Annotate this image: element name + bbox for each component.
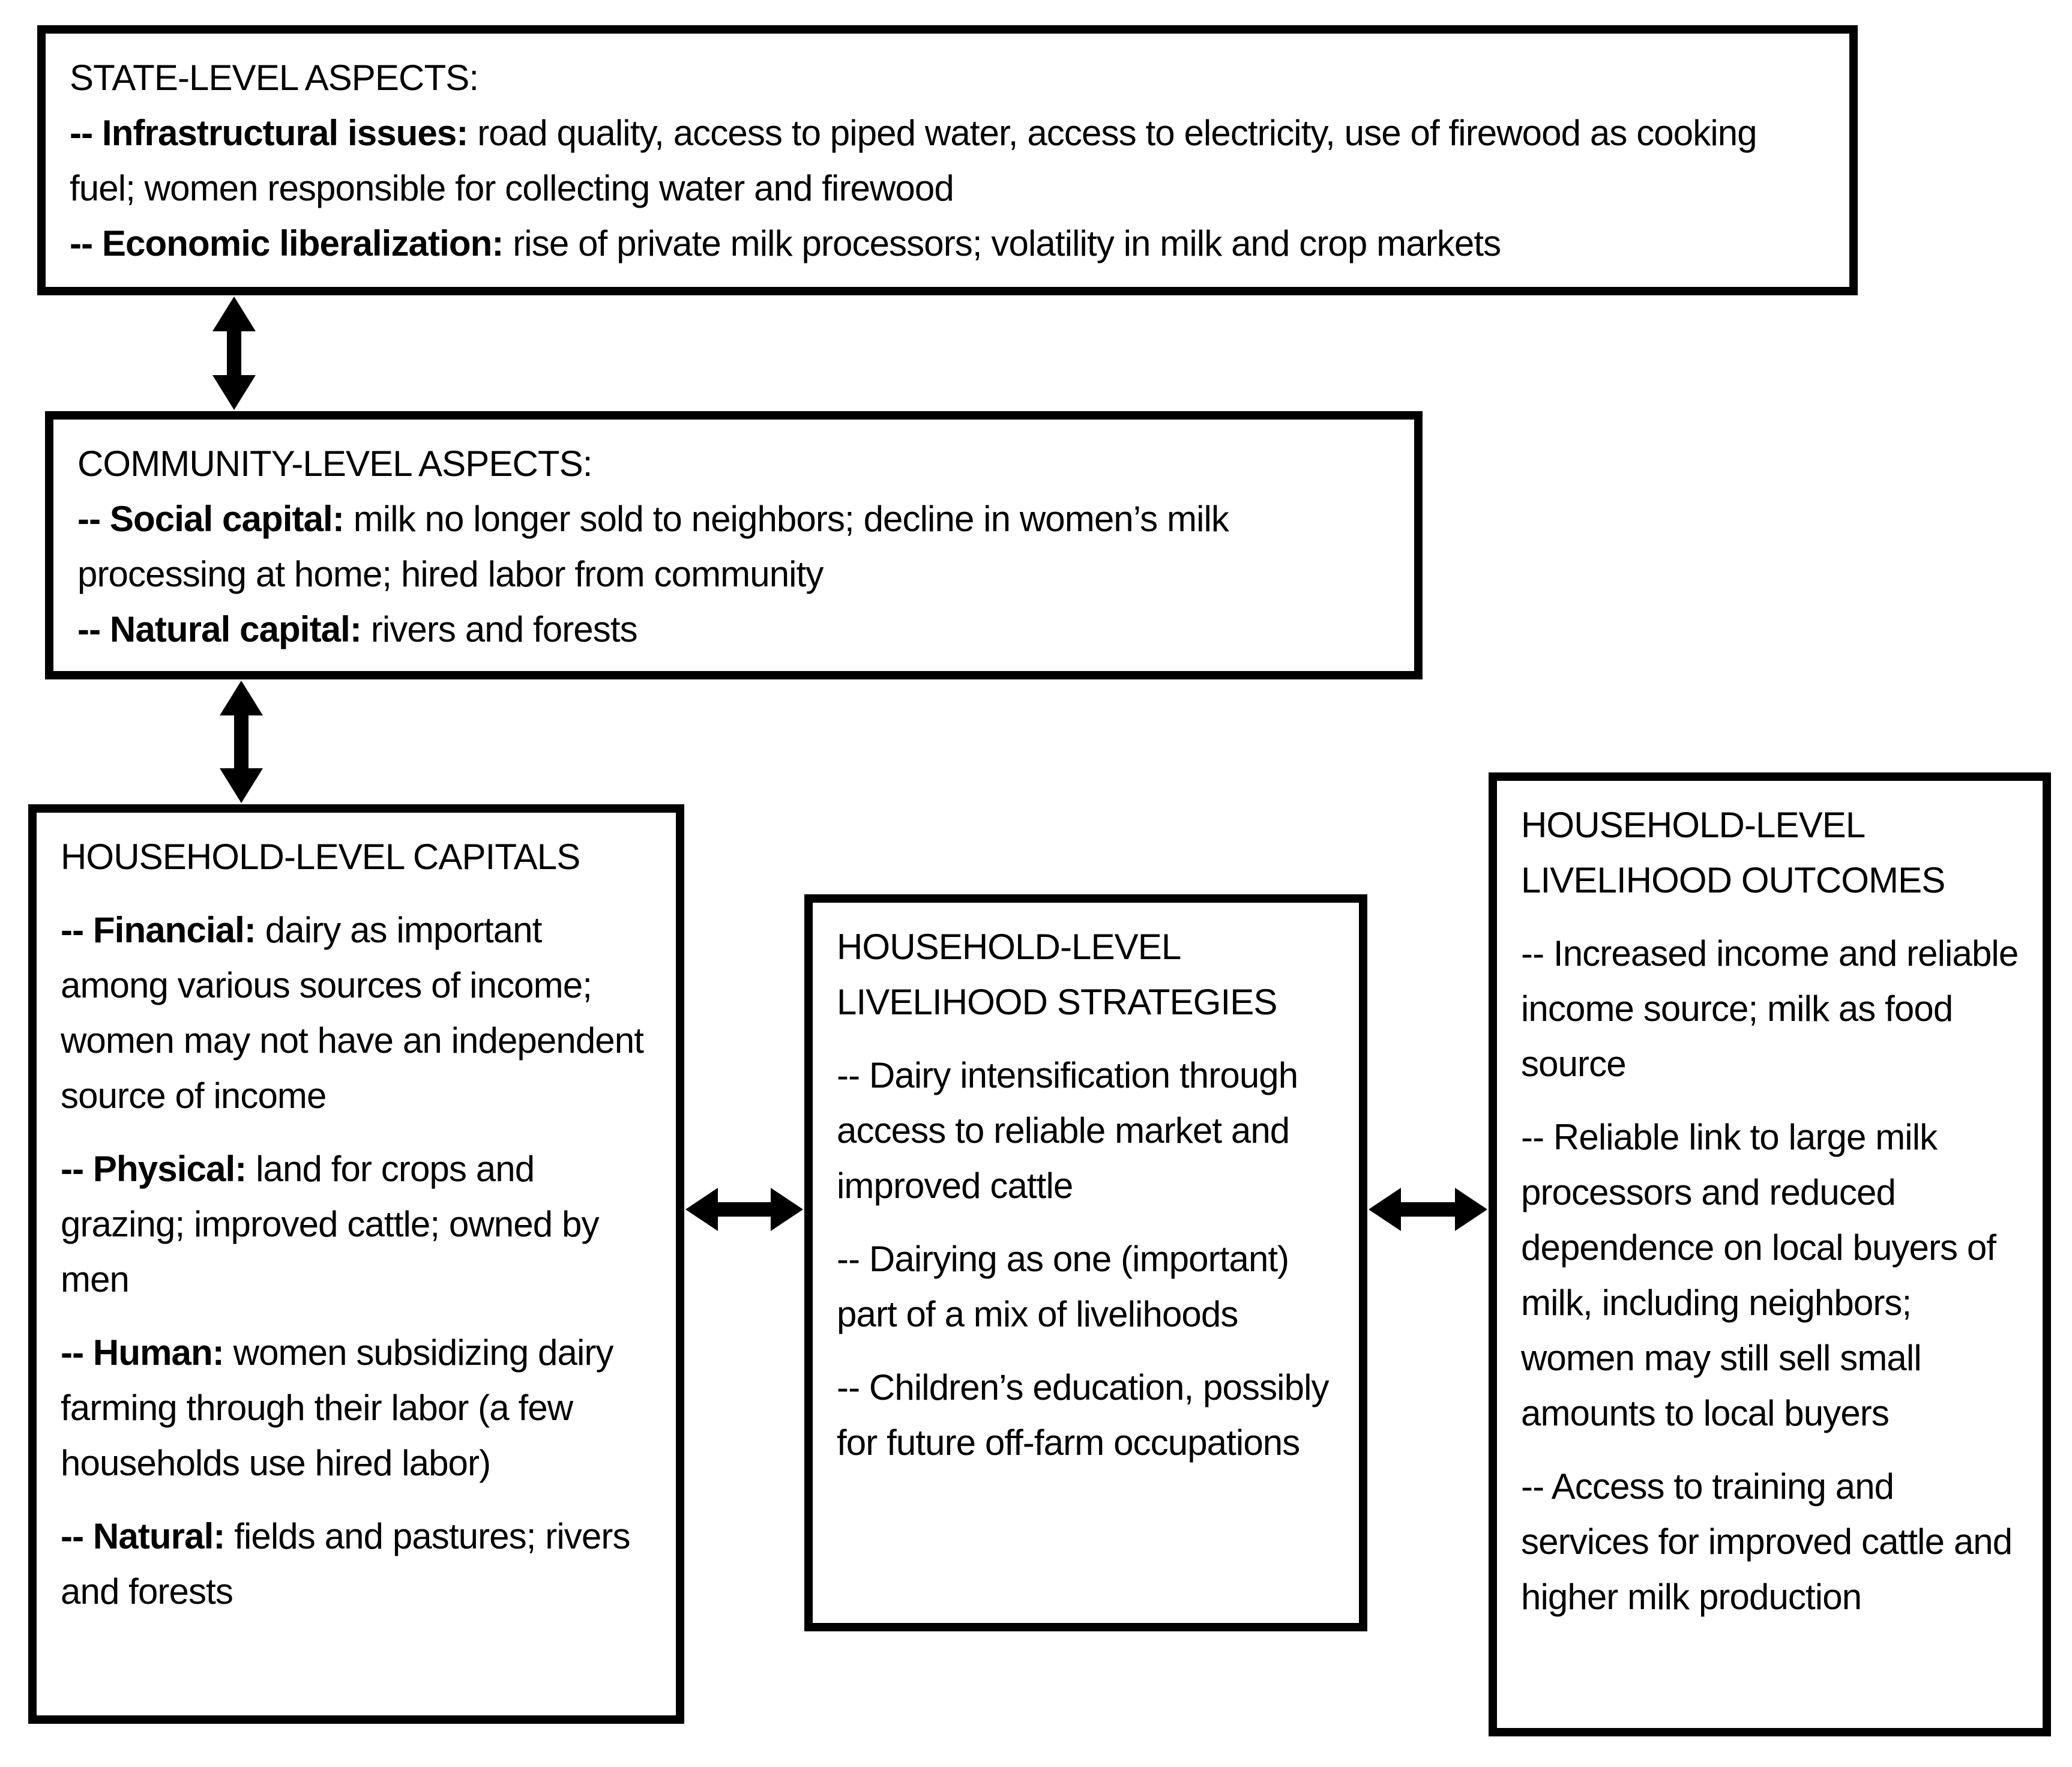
bullet-lead: -- Financial:	[61, 910, 256, 950]
capitals-box-title: HOUSEHOLD-LEVEL CAPITALS	[61, 837, 580, 877]
arrow-shaft	[712, 1202, 777, 1217]
arrow-down-head	[220, 768, 263, 803]
arrow-right-head	[771, 1188, 803, 1231]
bullet-text: women subsidizing dairy farming through …	[61, 1332, 613, 1483]
community-bullet-natural: -- Natural capital: rivers and forests	[77, 602, 1390, 657]
bullet-text: -- Reliable link to large milk processor…	[1521, 1117, 1996, 1433]
outcomes-bullet-access-training: -- Access to training and services for i…	[1521, 1459, 2019, 1625]
capitals-bullet-human: -- Human: women subsidizing dairy farmin…	[61, 1325, 652, 1491]
bullet-text: -- Dairy intensification through access …	[837, 1055, 1298, 1206]
bullet-text: milk no longer sold to neighbors; declin…	[77, 499, 1229, 594]
state-box-title: STATE-LEVEL ASPECTS:	[70, 58, 479, 98]
strategies-bullet-dairy-intensification: -- Dairy intensification through access …	[837, 1048, 1335, 1214]
arrow-shaft	[1395, 1202, 1461, 1217]
household-level-capitals-box: HOUSEHOLD-LEVEL CAPITALS -- Financial: d…	[28, 804, 684, 1724]
bullet-lead: -- Natural capital:	[77, 609, 362, 649]
bullet-text: fields and pastures; rivers and forests	[61, 1516, 630, 1612]
outcomes-box-title: HOUSEHOLD-LEVEL LIVELIHOOD OUTCOMES	[1521, 805, 1945, 900]
capitals-bullet-financial: -- Financial: dairy as important among v…	[61, 903, 652, 1124]
bullet-text: road quality, access to piped water, acc…	[70, 113, 1757, 208]
state-bullet-infrastructural: -- Infrastructural issues: road quality,…	[70, 106, 1825, 216]
bullet-text: -- Dairying as one (important) part of a…	[837, 1239, 1289, 1334]
double-arrow-capitals-strategies	[685, 1187, 803, 1232]
double-arrow-community-capitals	[218, 681, 264, 803]
bullet-lead: -- Physical:	[61, 1149, 247, 1189]
bullet-text: -- Access to training and services for i…	[1521, 1466, 2013, 1617]
arrow-shaft	[227, 325, 241, 381]
bullet-text: dairy as important among various sources…	[61, 910, 644, 1116]
arrow-right-head	[1455, 1188, 1487, 1231]
arrow-shaft	[234, 709, 248, 774]
state-level-aspects-box: STATE-LEVEL ASPECTS: -- Infrastructural …	[37, 25, 1858, 295]
capitals-bullet-physical: -- Physical: land for crops and grazing;…	[61, 1142, 652, 1307]
double-arrow-strategies-outcomes	[1369, 1187, 1487, 1232]
bullet-text: rivers and forests	[361, 609, 638, 649]
outcomes-bullet-increased-income: -- Increased income and reliable income …	[1521, 926, 2019, 1092]
community-level-aspects-box: COMMUNITY-LEVEL ASPECTS: -- Social capit…	[45, 411, 1423, 679]
bullet-text: -- Children’s education, possibly for fu…	[837, 1367, 1330, 1463]
arrow-down-head	[212, 375, 256, 410]
bullet-lead: -- Human:	[61, 1332, 224, 1373]
community-bullet-social: -- Social capital: milk no longer sold t…	[77, 492, 1390, 602]
capitals-bullet-natural: -- Natural: fields and pastures; rivers …	[61, 1509, 652, 1619]
strategies-bullet-childrens-education: -- Children’s education, possibly for fu…	[837, 1360, 1335, 1470]
strategies-box-title: HOUSEHOLD-LEVEL LIVELIHOOD STRATEGIES	[837, 927, 1277, 1022]
outcomes-bullet-reliable-link: -- Reliable link to large milk processor…	[1521, 1110, 2019, 1441]
bullet-text: rise of private milk processors; volatil…	[503, 223, 1501, 263]
community-box-title: COMMUNITY-LEVEL ASPECTS:	[77, 444, 592, 484]
state-bullet-economic: -- Economic liberalization: rise of priv…	[70, 216, 1825, 271]
bullet-text: -- Increased income and reliable income …	[1521, 933, 2019, 1084]
bullet-lead: -- Natural:	[61, 1516, 225, 1556]
household-level-livelihood-outcomes-box: HOUSEHOLD-LEVEL LIVELIHOOD OUTCOMES -- I…	[1489, 772, 2051, 1736]
double-arrow-state-community	[211, 297, 257, 410]
strategies-bullet-dairying-mix: -- Dairying as one (important) part of a…	[837, 1232, 1335, 1342]
bullet-lead: -- Social capital:	[77, 499, 345, 539]
household-level-livelihood-strategies-box: HOUSEHOLD-LEVEL LIVELIHOOD STRATEGIES --…	[804, 894, 1367, 1631]
bullet-lead: -- Economic liberalization:	[70, 223, 504, 263]
bullet-text: land for crops and grazing; improved cat…	[61, 1149, 599, 1299]
bullet-lead: -- Infrastructural issues:	[70, 113, 468, 153]
